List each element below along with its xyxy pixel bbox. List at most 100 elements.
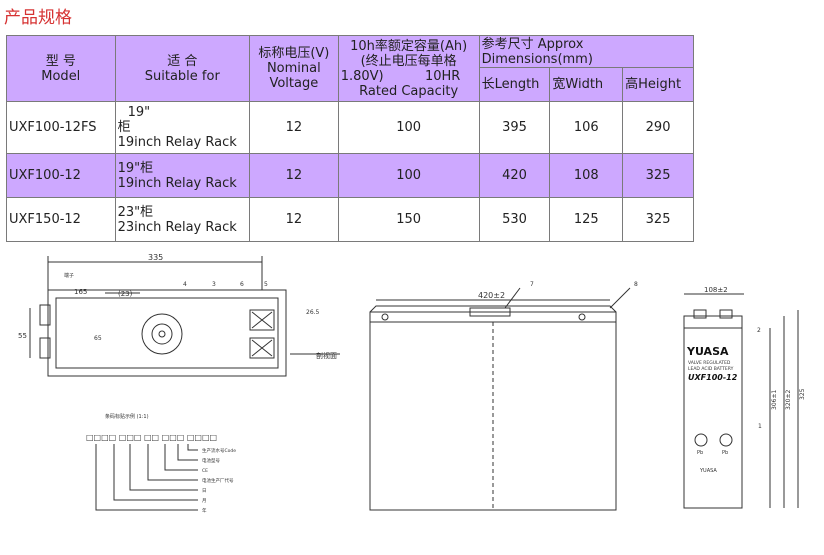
legend-leaders — [95, 444, 198, 511]
table-header-row-2: 长Length 宽Width 高Height — [7, 67, 694, 102]
callout-4: 4 — [183, 281, 187, 288]
side-view: 108±2 YUASA VALVE REGULATED LEAD ACID BA… — [683, 286, 806, 509]
legend-item: 年 — [202, 507, 207, 514]
cell-capacity: 150 — [337, 197, 480, 242]
table-row: UXF150-12 23"柜 23inch Relay Rack 12 150 … — [6, 197, 694, 242]
drawing-svg: 335 端子 165 (23) 4 3 6 5 55 — [18, 253, 806, 514]
cell-capacity: 100 — [337, 153, 480, 198]
dim-108-label: 108±2 — [704, 286, 728, 294]
header-voltage-en1: Nominal — [266, 61, 321, 76]
header-capacity-cn: 10h率额定容量(Ah) — [350, 38, 468, 54]
dim-320-label: 320±2 — [785, 390, 792, 410]
callout-6: 6 — [240, 281, 244, 288]
header-voltage-en2: Voltage — [269, 76, 319, 91]
front-view: 420±2 7 8 — [369, 281, 638, 511]
header-suitable: 适 合 Suitable for — [114, 35, 250, 102]
spec-table: 型 号 Model 适 合 Suitable for 标称电压(V) Nomin… — [6, 35, 695, 242]
pb-label-2: Pb — [722, 450, 728, 456]
model-label: UXF100-12 — [688, 373, 738, 382]
cell-voltage: 12 — [248, 153, 339, 198]
side-lid — [683, 315, 743, 329]
legend-item: 月 — [202, 498, 207, 504]
header-height: 高Height — [622, 67, 694, 102]
front-lid — [369, 305, 617, 313]
terminal-neg — [249, 337, 275, 359]
cell-length: 420 — [478, 153, 551, 198]
top-inner — [55, 297, 279, 369]
header-capacity-cn2: (终止电压每单格 — [360, 53, 457, 69]
legend-code: □□□□ □□□ □□ □□□ □□□□ — [86, 433, 217, 442]
pb-label-1: Pb — [697, 450, 703, 456]
leader — [609, 287, 631, 309]
left-lug-bottom — [39, 337, 51, 359]
cell-suitable: 19" 柜 19inch Relay Rack — [114, 101, 250, 154]
legend-item: 电池生产厂代号 — [202, 477, 234, 484]
header-voltage-cn: 标称电压(V) — [258, 46, 330, 61]
cell-model: UXF100-12 — [6, 153, 116, 198]
top-view: 335 端子 165 (23) 4 3 6 5 55 — [18, 253, 340, 377]
cell-length: 395 — [478, 101, 551, 154]
cell-voltage: 12 — [248, 101, 339, 154]
legend-item: CE — [202, 468, 208, 474]
table-row: UXF100-12 19"柜 19inch Relay Rack 12 100 … — [6, 153, 694, 198]
callout-7: 7 — [530, 281, 534, 288]
dim-325-label: 325 — [799, 388, 806, 400]
dim-165-label: 165 — [74, 288, 87, 296]
dim-335-label: 335 — [148, 253, 163, 262]
callout-5: 5 — [264, 281, 268, 288]
cell-suitable-l1: 23"柜 — [117, 204, 154, 220]
header-voltage: 标称电压(V) Nominal Voltage — [248, 35, 339, 102]
side-body — [683, 327, 743, 509]
cell-voltage: 12 — [248, 197, 339, 242]
header-capacity: 10h率额定容量(Ah) (终止电压每单格 1.80V) 10HR Rated … — [337, 35, 480, 102]
cell-length: 530 — [478, 197, 551, 242]
dim-420-label: 420±2 — [478, 291, 505, 300]
label-terminal: 端子 — [64, 272, 74, 279]
recycle-icon — [694, 433, 708, 447]
cell-suitable: 19"柜 19inch Relay Rack — [114, 153, 250, 198]
terminal-pos — [249, 309, 275, 331]
dim-23-label: (23) — [118, 290, 133, 298]
cell-width: 106 — [549, 101, 624, 154]
label-subtitle1: VALVE REGULATED — [688, 360, 731, 366]
cell-suitable-l1: 19"柜 — [117, 160, 154, 176]
front-bolt — [578, 313, 586, 321]
header-length: 长Length — [478, 67, 551, 102]
side-footer: YUASA — [699, 468, 717, 474]
table-header-row-1: 型 号 Model 适 合 Suitable for 标称电压(V) Nomin… — [6, 35, 695, 102]
vent-inner — [151, 323, 173, 345]
legend-item: 生产流水号Code — [202, 447, 236, 454]
callout-3: 3 — [212, 281, 216, 288]
dim-55-label: 55 — [18, 332, 27, 340]
callout-8: 8 — [634, 281, 638, 288]
header-capacity-mid: 1.80V) 10HR — [340, 68, 461, 84]
cell-height: 290 — [622, 101, 694, 154]
brand-label: YUASA — [686, 345, 729, 358]
header-suitable-cn: 适 合 — [167, 53, 198, 69]
label-subtitle2: LEAD ACID BATTERY — [688, 366, 734, 372]
legend-item: 电池型号 — [202, 457, 220, 464]
legend-item: 日 — [202, 488, 207, 494]
cell-suitable-l2: 23inch Relay Rack — [117, 219, 237, 235]
table-row: UXF100-12FS 19" 柜 19inch Relay Rack 12 1… — [6, 101, 694, 154]
recycle-icon — [719, 433, 733, 447]
side-terminal — [719, 309, 733, 319]
cell-width: 108 — [549, 153, 624, 198]
terminal-hatch — [251, 311, 273, 357]
cell-suitable-l2: 柜 — [117, 120, 131, 135]
dim-65-label: 65 — [94, 335, 102, 342]
header-model: 型 号 Model — [6, 35, 116, 102]
cell-width: 125 — [549, 197, 624, 242]
dim-306-label: 306±1 — [771, 390, 778, 410]
header-capacity-en: Rated Capacity — [359, 83, 459, 99]
cell-suitable: 23"柜 23inch Relay Rack — [114, 197, 250, 242]
header-width: 宽Width — [549, 67, 624, 102]
page-title: 产品规格 — [4, 8, 72, 28]
header-suitable-en: Suitable for — [144, 68, 220, 84]
cell-height: 325 — [622, 197, 694, 242]
header-dims: 参考尺寸 Approx Dimensions(mm) — [478, 35, 695, 68]
barcode-legend: 条码标贴示例 (1:1) □□□□ □□□ □□ □□□ □□□□ 生产流水号C… — [86, 413, 236, 514]
side-callout-1: 1 — [758, 423, 762, 430]
cell-height: 325 — [622, 153, 694, 198]
vent-outer — [141, 313, 183, 355]
